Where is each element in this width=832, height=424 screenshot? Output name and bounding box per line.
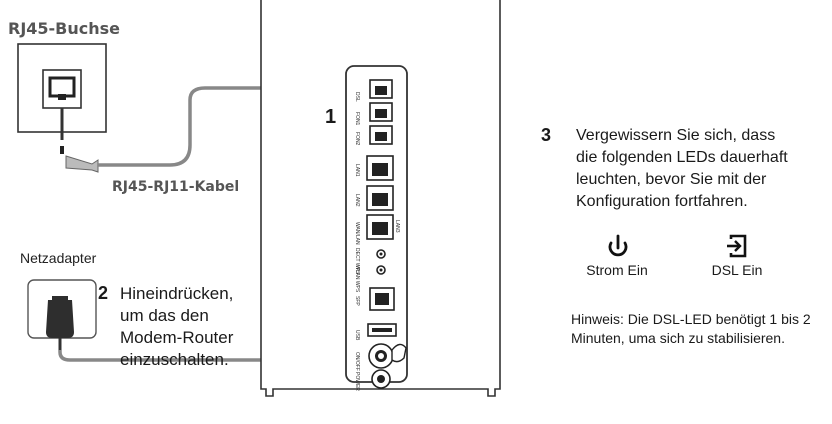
svg-text:LAN1: LAN1 xyxy=(354,164,360,177)
step3-text: Vergewissern Sie sich, dass die folgende… xyxy=(576,127,788,210)
dsl-led-label: DSL Ein xyxy=(711,262,763,278)
power-icon xyxy=(608,234,628,257)
power-led-label: Strom Ein xyxy=(586,262,648,278)
modem-router: DSL FON1 FON2 LAN1 LAN2 WAN/LAN DECT WPS… xyxy=(260,0,501,397)
svg-text:DECT WPS: DECT WPS xyxy=(354,248,360,275)
svg-text:POWER: POWER xyxy=(354,372,360,391)
cable-label: RJ45-RJ11-Kabel xyxy=(112,179,240,195)
step2-text: Hineindrücken, um das den Modem-Router e… xyxy=(120,284,234,369)
svg-text:FON1: FON1 xyxy=(354,112,360,126)
svg-text:USB: USB xyxy=(354,330,360,341)
step3-number: 3 xyxy=(541,125,552,145)
svg-text:DSL: DSL xyxy=(354,92,360,102)
rj45-socket-label: RJ45-Buchse xyxy=(8,19,121,38)
power-adapter-label: Netzadapter xyxy=(20,250,97,266)
wall-socket xyxy=(17,43,107,133)
svg-text:LAN3: LAN3 xyxy=(394,220,400,233)
svg-text:WLAN WPS: WLAN WPS xyxy=(354,265,360,293)
svg-text:SFP: SFP xyxy=(354,296,360,306)
svg-text:LAN2: LAN2 xyxy=(354,194,360,207)
step1-number: 1 xyxy=(325,106,337,128)
svg-text:FON2: FON2 xyxy=(354,132,360,146)
dsl-icon xyxy=(727,234,747,258)
power-adapter xyxy=(27,279,317,364)
hint-note: Hinweis: Die DSL-LED benötigt 1 bis 2 Mi… xyxy=(571,311,811,346)
step2-number: 2 xyxy=(98,283,109,303)
svg-text:ON/OFF: ON/OFF xyxy=(354,352,360,371)
svg-text:WAN/LAN: WAN/LAN xyxy=(354,222,360,245)
